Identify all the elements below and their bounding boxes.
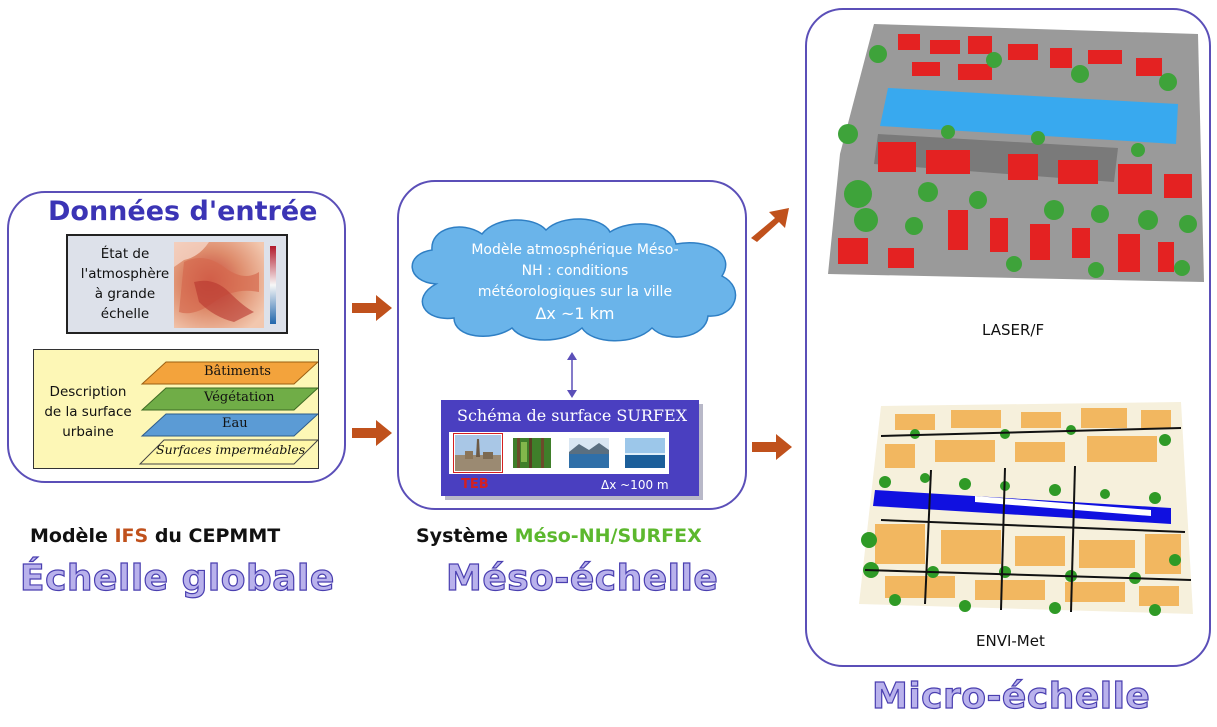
surface-text: Description de la surface urbaine bbox=[44, 384, 132, 440]
layer-label-buildings: Bâtiments bbox=[204, 364, 271, 379]
atmosphere-text: État de l'atmosphère à grande échelle bbox=[80, 246, 170, 322]
laser-city-model bbox=[828, 24, 1204, 282]
teb-thumbnail bbox=[453, 433, 503, 473]
layer-label-water: Eau bbox=[222, 416, 248, 431]
surface-layers bbox=[138, 361, 318, 465]
colorbar bbox=[270, 246, 276, 324]
ifs-highlight: IFS bbox=[114, 525, 149, 547]
left-caption: Modèle IFS du CEPMMT bbox=[30, 525, 281, 547]
arrow-atmo-to-meso bbox=[352, 295, 392, 321]
cloud-shape bbox=[411, 218, 737, 342]
input-data-title: Données d'entrée bbox=[48, 196, 318, 227]
left-scale-title: Échelle globale bbox=[19, 557, 335, 599]
mesonh-highlight: Méso-NH/SURFEX bbox=[514, 525, 702, 547]
cloud-text: Modèle atmosphérique Méso- NH : conditio… bbox=[420, 240, 730, 324]
surface-box: Description de la surface urbaine Bâtime… bbox=[33, 349, 319, 469]
envimet-city-model bbox=[859, 402, 1193, 616]
envimet-label: ENVI-Met bbox=[976, 632, 1045, 650]
mid-caption: Système Méso-NH/SURFEX bbox=[416, 525, 702, 547]
temperature-map-image bbox=[174, 242, 264, 328]
arrow-meso-to-laser bbox=[751, 208, 789, 242]
right-scale-title: Micro-échelle bbox=[871, 675, 1151, 717]
layer-label-vegetation: Végétation bbox=[204, 390, 275, 405]
layer-label-impervious: Surfaces imperméables bbox=[156, 442, 306, 457]
surfex-title: Schéma de surface SURFEX bbox=[457, 406, 688, 425]
arrow-surface-to-meso bbox=[352, 420, 392, 446]
sea-thumbnail bbox=[625, 438, 665, 468]
forest-thumbnail bbox=[513, 438, 551, 468]
lake-thumbnail bbox=[569, 438, 609, 468]
surfex-box: Schéma de surface SURFEX bbox=[441, 400, 699, 496]
surfex-resolution: Δx ~100 m bbox=[601, 478, 669, 492]
teb-label: TEB bbox=[461, 477, 489, 492]
coupling-arrow bbox=[567, 352, 577, 398]
arrow-meso-to-envi bbox=[752, 434, 792, 460]
cloud-resolution: Δx ~1 km bbox=[535, 304, 615, 323]
atmosphere-box: État de l'atmosphère à grande échelle bbox=[66, 234, 288, 334]
laser-label: LASER/F bbox=[982, 321, 1045, 339]
mid-scale-title: Méso-échelle bbox=[445, 557, 719, 599]
